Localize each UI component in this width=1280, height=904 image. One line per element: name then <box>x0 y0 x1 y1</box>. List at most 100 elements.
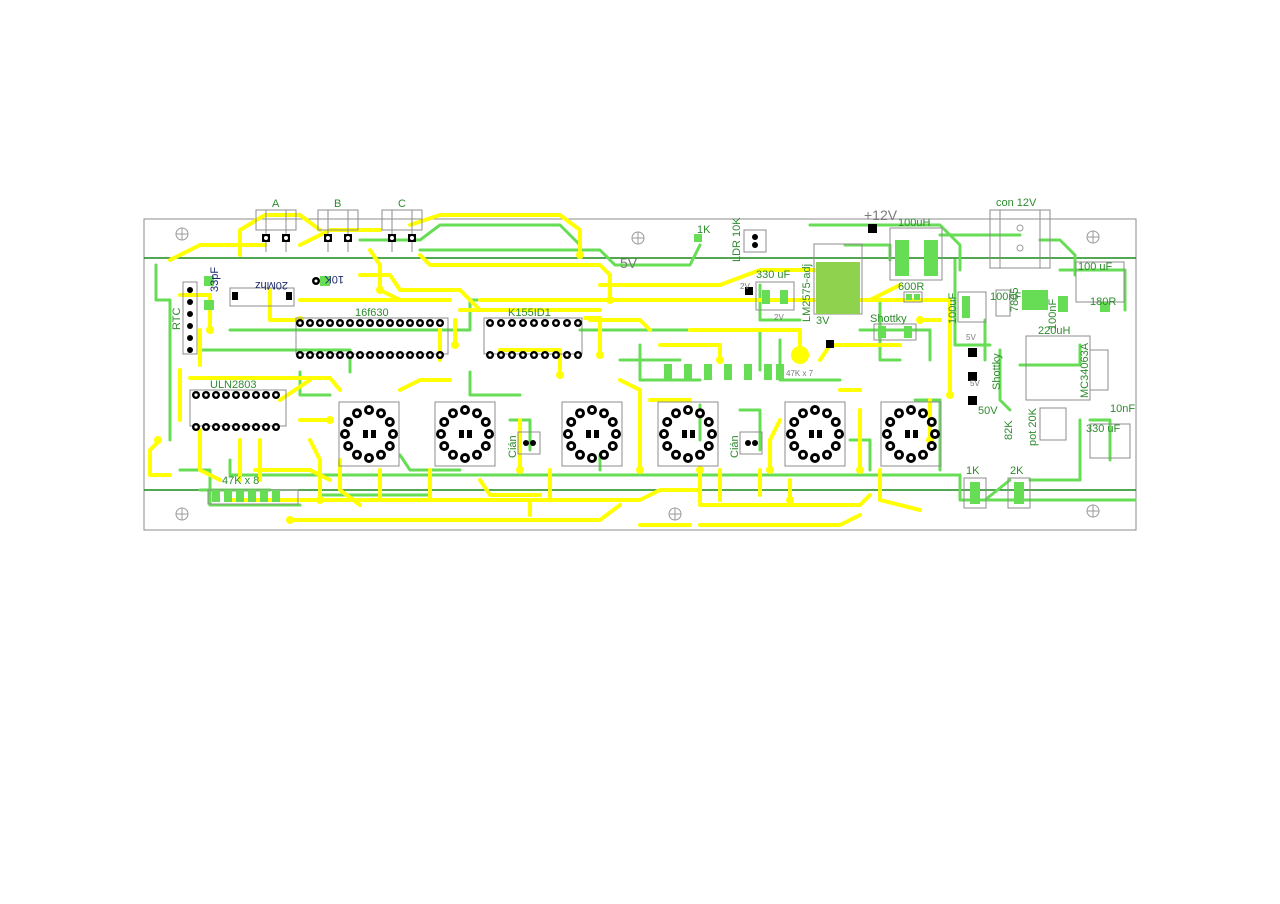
tube-pin-hole <box>710 432 714 436</box>
pin-hole <box>358 321 362 325</box>
pin-hole <box>368 321 372 325</box>
tube-center-pad <box>363 430 368 438</box>
res-array-b-label: 47K x 7 <box>786 369 814 378</box>
pin-hole <box>576 353 580 357</box>
pin-hole <box>274 393 278 397</box>
tube-pin-hole <box>602 452 606 457</box>
pin-hole <box>224 425 228 429</box>
resistor-array-47k-b: 47K x 7 <box>664 364 814 380</box>
tube-pin-hole <box>367 456 371 460</box>
pin-hole <box>328 321 332 325</box>
r-2k-bottom-label: 2K <box>1010 465 1024 477</box>
tube-pin-hole <box>833 420 838 424</box>
resistor-1k-bottom: 1K <box>963 465 987 509</box>
tube-pin-hole <box>825 411 829 416</box>
cap-330uf-b: 330 uF <box>1086 423 1131 459</box>
ic-k155id1: K155ID1 <box>483 307 583 355</box>
tube-pin-hole <box>801 452 805 457</box>
plus-12v-terminal: +12V <box>864 207 898 233</box>
pic-pins <box>296 319 444 359</box>
pin-hole <box>565 321 569 325</box>
cap-100nf-b-label: 100nF <box>1047 299 1059 330</box>
tube-pin-hole <box>566 432 570 436</box>
ic-uln2803: ULN2803 <box>189 379 287 427</box>
plus-12v-label: +12V <box>864 207 898 223</box>
ic-mc34063: MC34063A <box>1079 342 1109 398</box>
tube-pin-hole <box>590 456 594 460</box>
cap-330uf-label: 330 uF <box>756 269 791 281</box>
tube-center-pad <box>459 430 464 438</box>
tube-pin-hole <box>698 411 702 416</box>
mounting-holes <box>175 227 1100 521</box>
v-5v-small-label: 5V <box>966 333 976 342</box>
cian-2-label: Cián <box>729 435 741 458</box>
ldr-10k: LDR 10K <box>731 217 767 262</box>
tube-pin-hole <box>343 432 347 436</box>
uln2803-pins <box>192 391 280 431</box>
tube-pin-hole <box>929 444 934 448</box>
vias <box>154 251 954 524</box>
pin-hole <box>338 353 342 357</box>
pin-hole <box>499 353 503 357</box>
five-v-label: 5V <box>620 255 638 271</box>
pin-hole <box>358 353 362 357</box>
tube-pin-hole <box>792 420 797 424</box>
pin-hole <box>234 425 238 429</box>
tube-center-pad <box>586 430 591 438</box>
tube-pin-hole <box>888 420 893 424</box>
tube-center-pad <box>817 430 822 438</box>
tube-pin-hole <box>367 408 371 412</box>
tube-center-pad <box>913 430 918 438</box>
ic-lm2575: LM2575-adj 3V <box>801 243 863 327</box>
tube-pin-hole <box>578 452 582 457</box>
tube-pin-hole <box>387 444 392 448</box>
tube-pin-hole <box>379 411 383 416</box>
pin-hole <box>308 321 312 325</box>
pin-hole <box>234 393 238 397</box>
ldr-label: LDR 10K <box>731 217 743 262</box>
tube-pin-hole <box>614 432 618 436</box>
pad-5v-b <box>968 372 977 381</box>
tube-pin-hole <box>463 456 467 460</box>
inductor-100uh: 100uH <box>889 217 943 281</box>
tube-pin-hole <box>590 408 594 412</box>
tube-pin-hole <box>674 452 678 457</box>
tube-pin-hole <box>674 411 678 416</box>
tube-pin-hole <box>897 411 901 416</box>
v-5v-small-b-label: 5V <box>970 379 980 388</box>
nixie-tube-sockets <box>338 401 942 467</box>
cap-100uf-right-label: 100 uF <box>1078 261 1113 273</box>
pin-hole <box>408 353 412 357</box>
pin-hole <box>388 321 392 325</box>
tube-pin-hole <box>483 420 488 424</box>
res-array-label: 47K x 8 <box>222 475 259 487</box>
cap-100uf-left: 100uF <box>947 291 987 324</box>
resistor-1k-top: 1K <box>694 224 711 242</box>
pin-hole <box>418 353 422 357</box>
tube-pin-hole <box>483 444 488 448</box>
pin-hole <box>264 425 268 429</box>
cap-100nf-b: 100nF <box>1047 296 1068 330</box>
pin-hole <box>543 353 547 357</box>
pin-hole <box>510 353 514 357</box>
tube-center-pad <box>594 430 599 438</box>
pot-20k: pot 20K <box>1027 407 1067 446</box>
tube-pin-hole <box>833 444 838 448</box>
con-12v: con 12V <box>989 197 1051 269</box>
conn-a-label: A <box>272 198 280 210</box>
r-82k-label: 82K <box>1003 420 1015 440</box>
cap-100uf-left-label: 100uF <box>947 293 959 324</box>
tube-pin-hole <box>346 444 351 448</box>
tube-pin-hole <box>706 444 711 448</box>
r-600r-label: 600R <box>898 281 924 293</box>
tube-pin-hole <box>451 452 455 457</box>
pin-hole <box>298 321 302 325</box>
pin-hole <box>348 321 352 325</box>
rtc-header: RTC <box>171 281 198 355</box>
pin-hole <box>348 353 352 357</box>
cap-330uf: 330 uF 2V 2V <box>740 269 795 322</box>
tube-pin-hole <box>602 411 606 416</box>
tube-pin-hole <box>451 411 455 416</box>
pin-hole <box>214 393 218 397</box>
